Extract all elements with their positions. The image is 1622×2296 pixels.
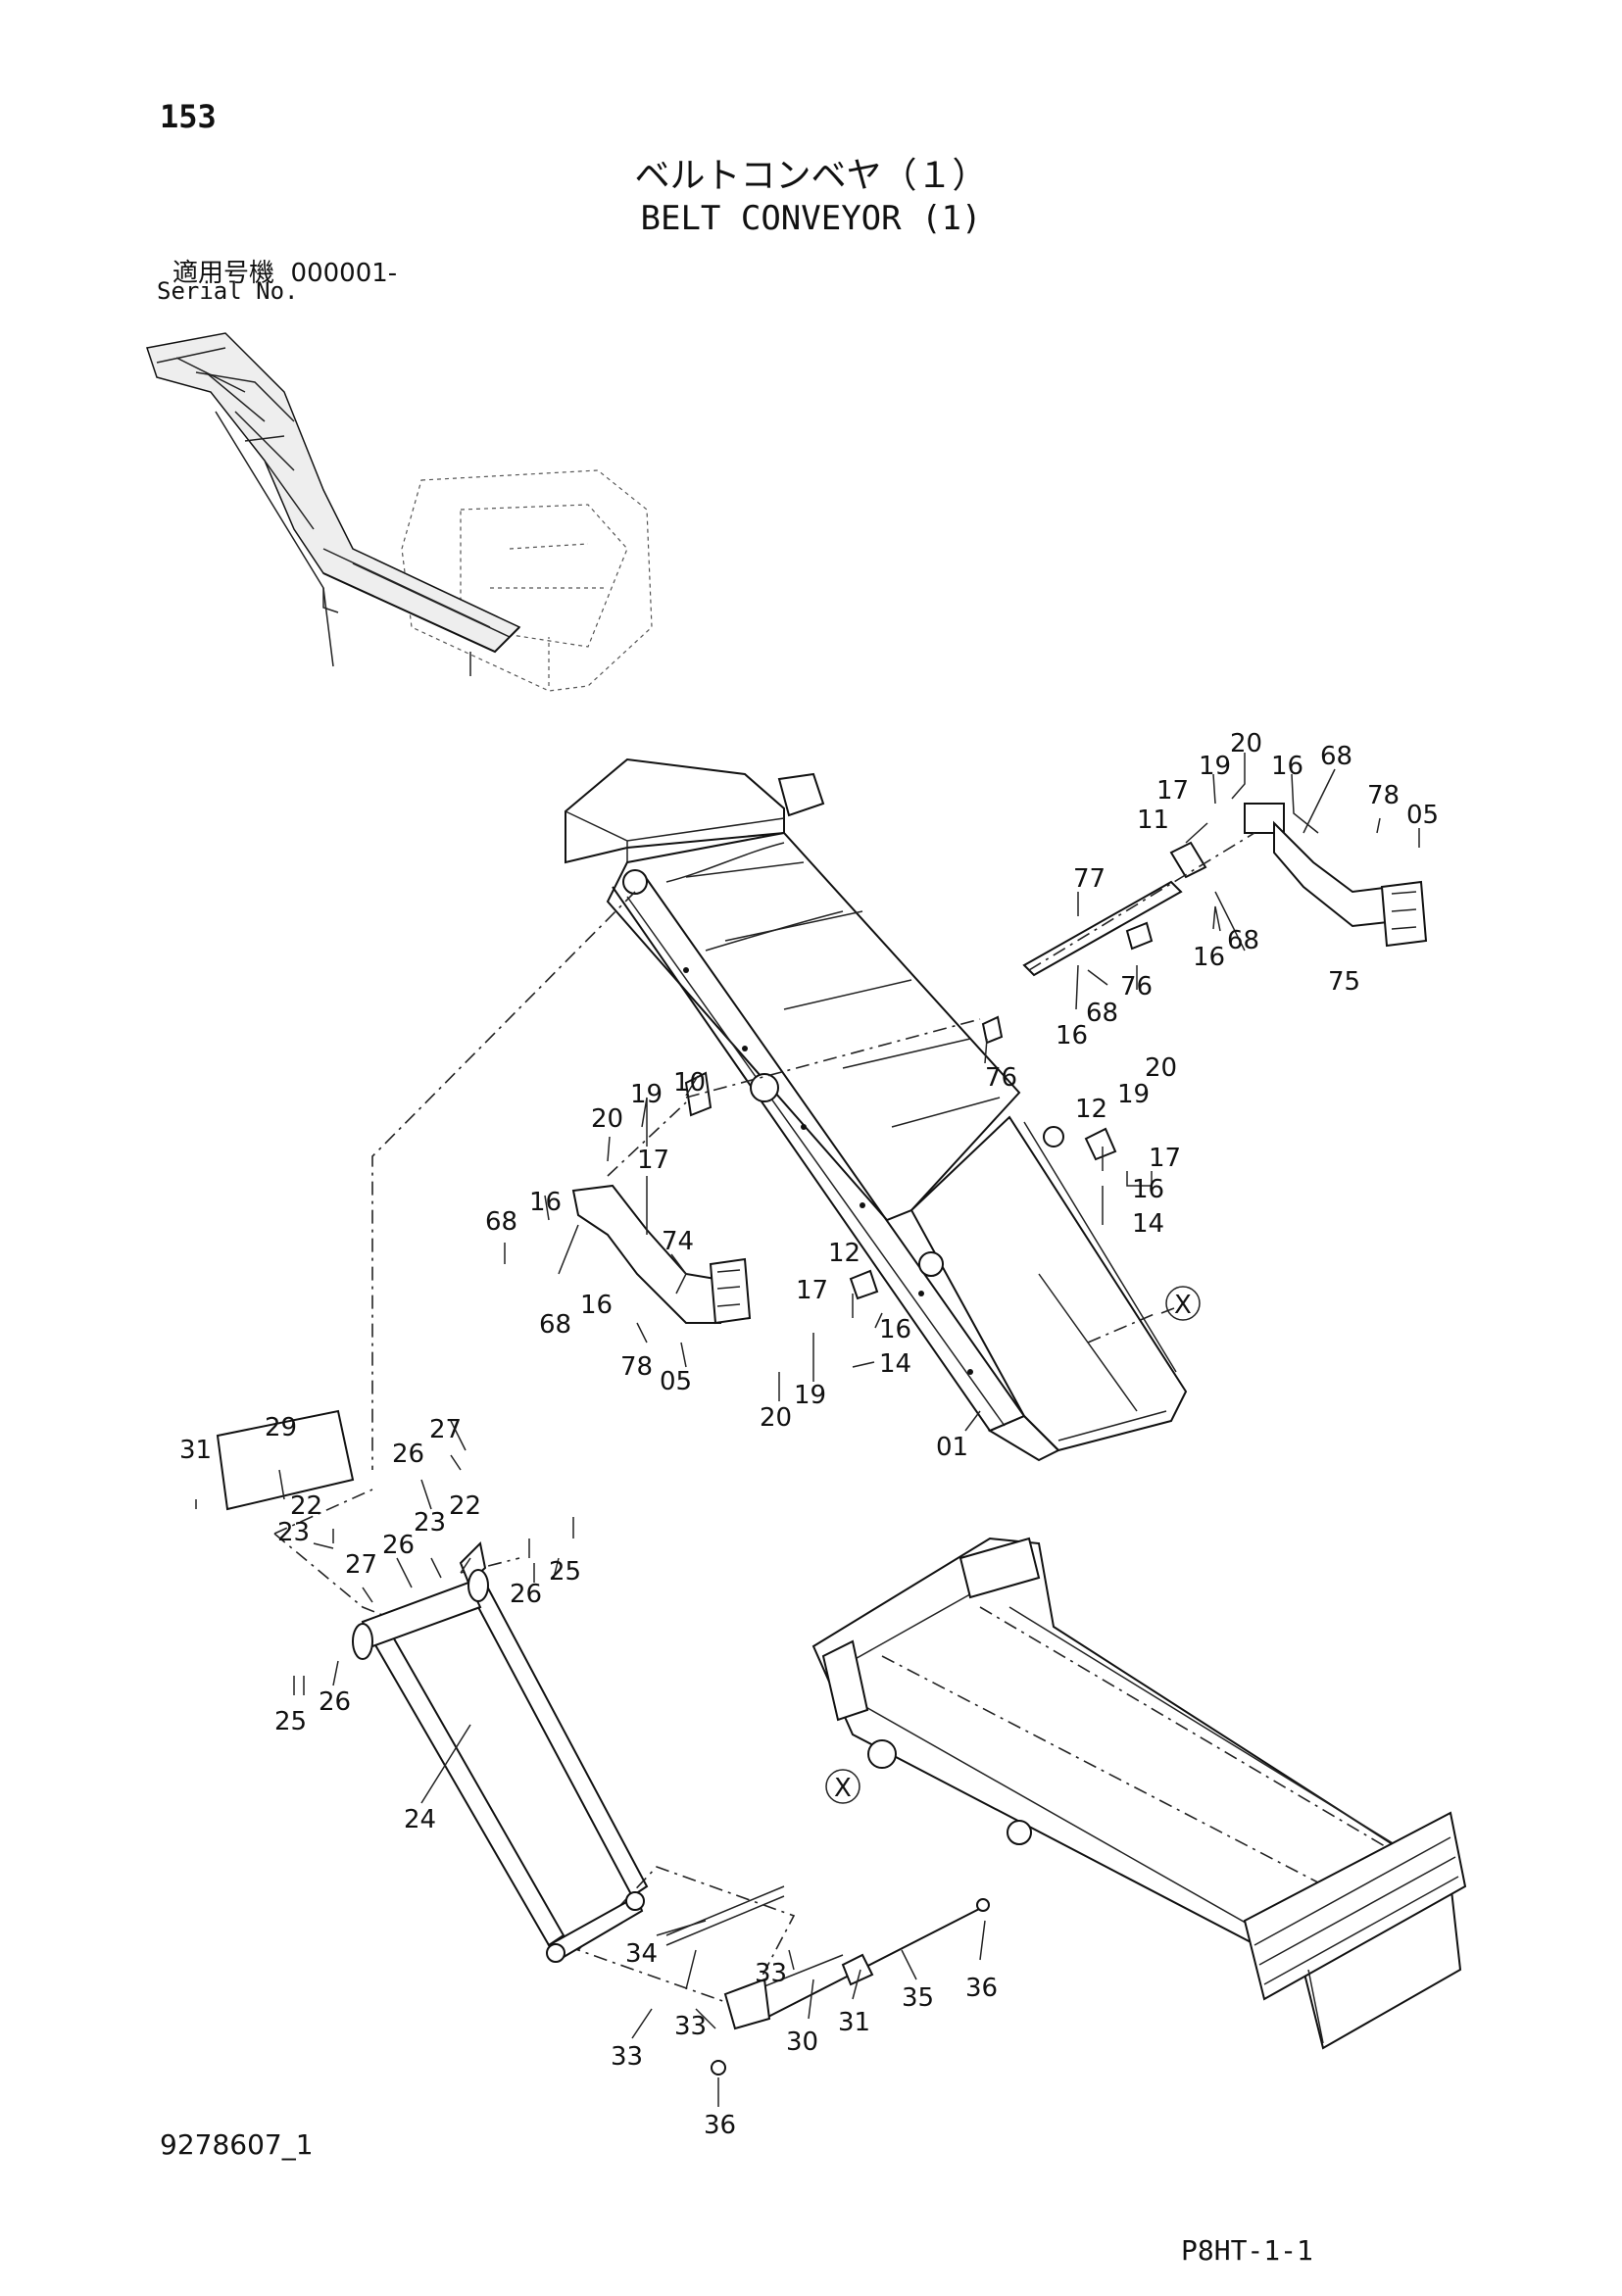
callout-labels: 20 19 16 68 17 78 05 11 77 16 68 76 16 6…	[179, 729, 1439, 2140]
page-number: 153	[160, 98, 217, 135]
callout-05: 05	[1406, 801, 1439, 830]
callout-36: 36	[965, 1974, 998, 2003]
callout-33: 33	[755, 1959, 787, 1988]
callout-68d: 68	[485, 1207, 517, 1237]
callout-30: 30	[786, 2027, 818, 2057]
callout-12: 12	[1075, 1095, 1107, 1124]
callout-16b: 16	[1193, 943, 1225, 972]
callout-33b: 33	[674, 2012, 707, 2041]
callout-23: 23	[277, 1518, 310, 1547]
callout-77: 77	[1073, 864, 1106, 894]
callout-16e: 16	[580, 1291, 613, 1320]
callout-68c: 68	[1086, 999, 1118, 1028]
right-upper-brackets	[849, 803, 1428, 1300]
callout-16c: 16	[1056, 1021, 1088, 1050]
callout-35: 35	[902, 1983, 934, 2013]
callout-27: 27	[429, 1415, 462, 1444]
callout-75: 75	[1328, 967, 1360, 997]
callout-leader-lines	[195, 753, 1420, 2107]
callout-01: 01	[936, 1433, 968, 1462]
callout-22: 22	[290, 1491, 322, 1521]
callout-68b: 68	[1227, 926, 1259, 955]
callout-16: 16	[1271, 752, 1303, 781]
detail-x-label-lower: X	[834, 1774, 852, 1803]
callout-25: 25	[549, 1557, 581, 1587]
callout-27b: 27	[345, 1550, 377, 1580]
lower-frame-view	[811, 1537, 1467, 2050]
callout-68: 68	[1320, 742, 1352, 771]
callout-20c: 20	[1145, 1053, 1177, 1083]
page-code: P8HT-1-1	[1181, 2234, 1313, 2267]
callout-22b: 22	[449, 1491, 481, 1521]
callout-26c: 26	[510, 1580, 542, 1609]
callout-19: 19	[1199, 752, 1231, 781]
callout-68e: 68	[539, 1310, 571, 1340]
callout-78: 78	[1367, 781, 1400, 810]
callout-19d: 19	[794, 1381, 826, 1410]
callout-14: 14	[1132, 1209, 1164, 1239]
serial-applicability: 適用号機 000001-	[172, 253, 397, 289]
callout-26d: 26	[319, 1687, 351, 1717]
callout-34: 34	[625, 1939, 658, 1969]
page-title-japanese: ベルトコンベヤ（１）	[634, 156, 988, 196]
drawing-number: 9278607_1	[160, 2128, 314, 2161]
callout-29: 29	[265, 1413, 297, 1442]
callout-17: 17	[1156, 776, 1189, 806]
left-brackets	[571, 1071, 752, 1325]
callout-17c: 17	[1149, 1144, 1181, 1173]
callout-20d: 20	[760, 1403, 792, 1433]
callout-26b: 26	[382, 1531, 415, 1560]
belt-assembly	[216, 1409, 990, 2076]
callout-36b: 36	[704, 2111, 736, 2140]
callout-23b: 23	[414, 1508, 446, 1538]
callout-31b: 31	[838, 2008, 870, 2037]
serial-value: 000001-	[290, 259, 398, 288]
callout-33c: 33	[611, 2042, 643, 2072]
callout-20: 20	[1230, 729, 1262, 758]
callout-78b: 78	[620, 1352, 653, 1382]
callout-16d: 16	[529, 1188, 562, 1217]
callout-16f: 16	[1132, 1175, 1164, 1204]
callout-26: 26	[392, 1440, 424, 1469]
callout-74: 74	[662, 1227, 694, 1256]
callout-12b: 12	[828, 1239, 860, 1268]
callout-05b: 05	[660, 1367, 692, 1396]
callout-19b: 19	[630, 1080, 663, 1109]
callout-20b: 20	[591, 1104, 623, 1134]
detail-x-marker-lower: X	[825, 1769, 860, 1804]
callout-76: 76	[1120, 972, 1153, 1001]
detail-x-label-upper: X	[1174, 1291, 1192, 1320]
callout-31: 31	[179, 1436, 212, 1465]
callout-14b: 14	[879, 1349, 911, 1379]
page-title-english: BELT CONVEYOR (1)	[640, 199, 982, 238]
serial-label-japanese: 適用号機	[172, 259, 275, 288]
serial-label-english: Serial No.	[157, 277, 299, 305]
callout-19c: 19	[1117, 1080, 1150, 1109]
callout-17b: 17	[637, 1146, 669, 1175]
callout-17d: 17	[796, 1276, 828, 1305]
detail-x-marker-upper: X	[1165, 1286, 1201, 1321]
conveyor-frame-assembly	[565, 757, 1188, 1462]
callout-10: 10	[673, 1068, 706, 1098]
callout-24: 24	[404, 1805, 436, 1834]
callout-11: 11	[1137, 806, 1169, 835]
overview-thumbnail	[146, 332, 653, 692]
callout-76b: 76	[985, 1063, 1017, 1093]
callout-25b: 25	[274, 1707, 307, 1736]
callout-16g: 16	[879, 1315, 911, 1344]
